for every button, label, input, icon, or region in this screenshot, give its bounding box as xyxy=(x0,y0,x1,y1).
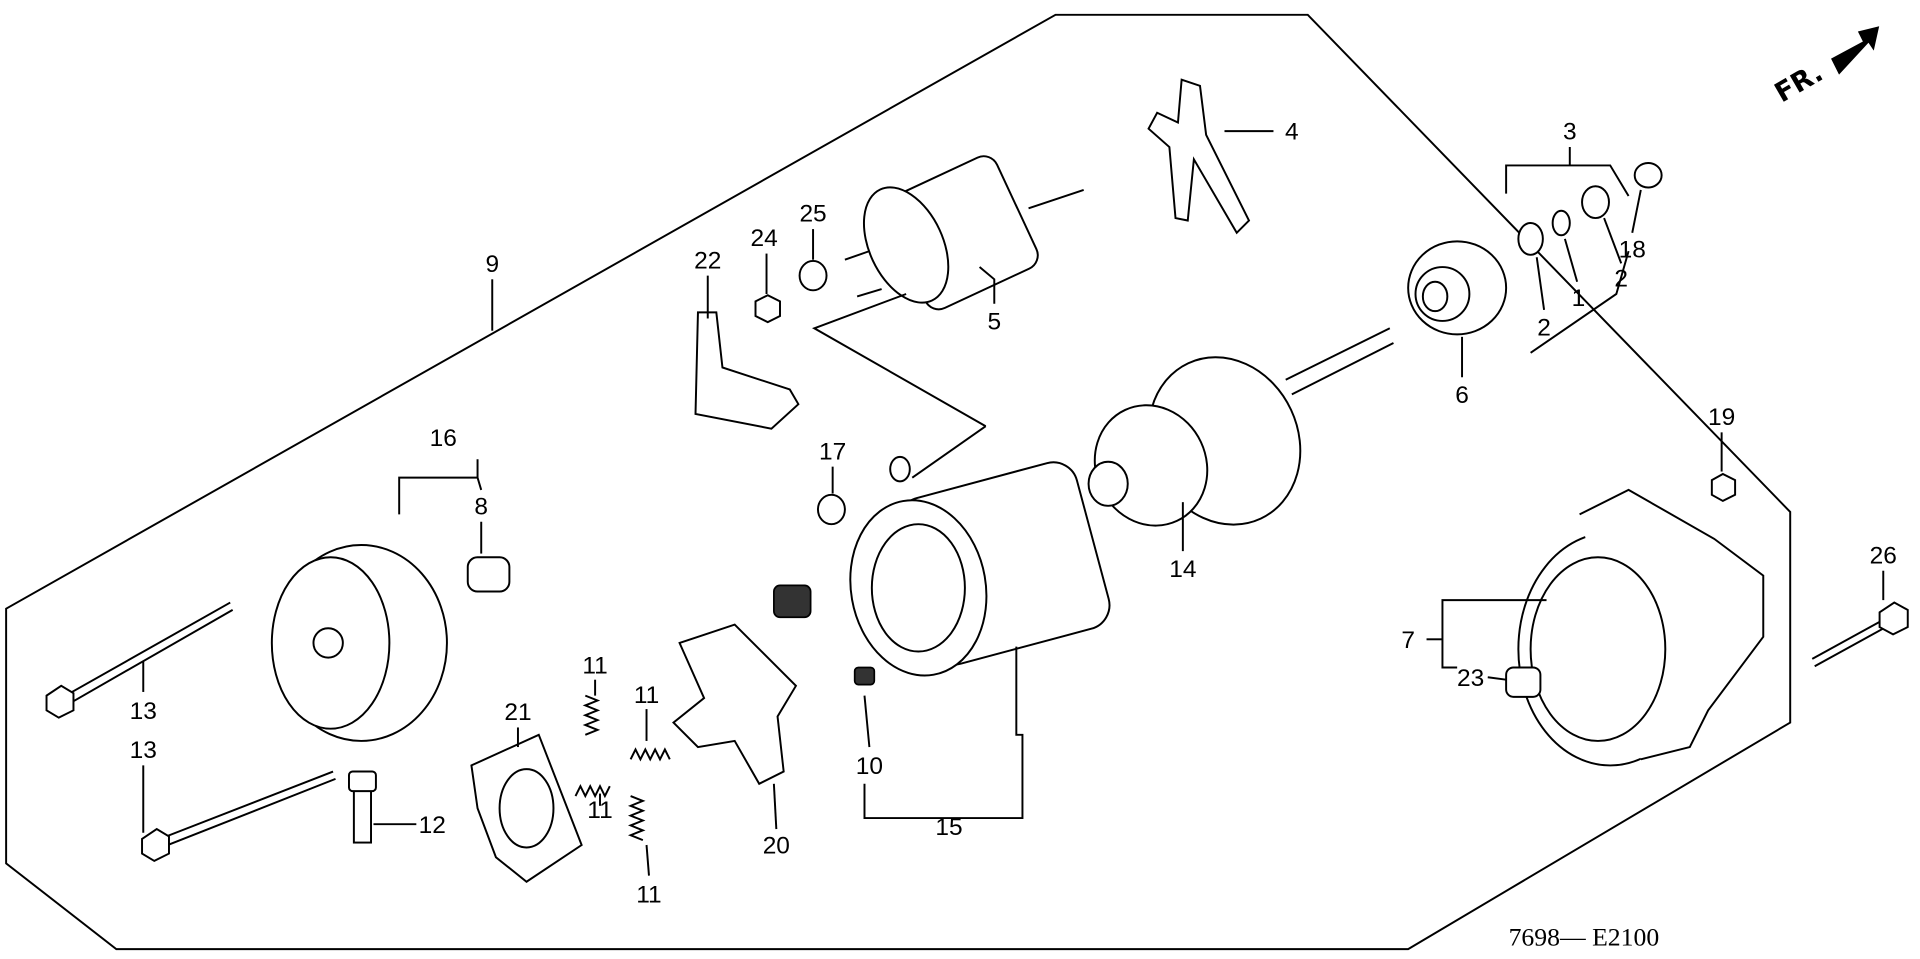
part-through-bolt-b xyxy=(141,770,336,863)
callout-23: 23 xyxy=(1457,665,1484,692)
callout-9: 9 xyxy=(485,251,499,278)
callout-2a: 2 xyxy=(1537,315,1551,342)
callouts: 9 22 24 25 5 4 3 18 2 1 2 6 19 17 16 8 1… xyxy=(130,119,1897,909)
part-spring-b xyxy=(629,747,671,762)
arrow-icon xyxy=(1831,26,1880,75)
callout-21: 21 xyxy=(504,699,531,726)
callout-1: 1 xyxy=(1572,285,1586,312)
part-bearing-23 xyxy=(1505,666,1542,698)
part-nut-24 xyxy=(754,294,781,324)
part-brush-10 xyxy=(853,666,876,686)
callout-13b: 13 xyxy=(130,737,157,764)
callout-7: 7 xyxy=(1401,627,1415,654)
part-ring-1 xyxy=(1551,209,1571,237)
part-bracket xyxy=(694,311,800,430)
part-front-housing xyxy=(1517,488,1765,767)
callout-11b: 11 xyxy=(634,682,659,709)
callout-15: 15 xyxy=(935,814,962,841)
part-solenoid xyxy=(844,155,1084,311)
part-grommet xyxy=(773,584,812,619)
callout-12: 12 xyxy=(419,812,446,839)
callout-20: 20 xyxy=(763,833,790,860)
part-armature xyxy=(1087,327,1394,527)
callout-13a: 13 xyxy=(130,698,157,725)
callout-10: 10 xyxy=(856,753,883,780)
callout-8: 8 xyxy=(474,493,488,520)
callout-3: 3 xyxy=(1563,119,1577,146)
leader-lines xyxy=(142,130,1885,876)
part-washer-18 xyxy=(1633,161,1663,189)
part-ring-2b xyxy=(1581,185,1610,220)
part-spring-d xyxy=(627,795,646,842)
callout-11c: 11 xyxy=(587,797,612,824)
part-through-bolt-a xyxy=(45,601,234,719)
part-nut-17 xyxy=(816,493,846,526)
callout-17: 17 xyxy=(819,438,846,465)
callout-18: 18 xyxy=(1619,236,1646,263)
part-shift-lever xyxy=(1147,78,1251,235)
part-pinion xyxy=(1407,240,1508,336)
callout-5: 5 xyxy=(987,309,1001,336)
diagram-code: 7698— E2100 xyxy=(1509,922,1660,951)
part-washer-25 xyxy=(798,259,828,292)
callout-19: 19 xyxy=(1708,404,1735,431)
callout-11d: 11 xyxy=(636,882,661,909)
part-brush-holder xyxy=(672,623,798,786)
parts xyxy=(45,78,1909,883)
front-direction-label: FR. xyxy=(1770,57,1829,109)
part-ring-2a xyxy=(1517,221,1544,256)
part-rear-cover xyxy=(270,544,448,742)
part-bushing-8 xyxy=(466,556,511,593)
front-direction-arrow: FR. xyxy=(1770,26,1880,109)
callout-4: 4 xyxy=(1285,119,1299,146)
callout-14: 14 xyxy=(1169,556,1196,583)
part-nut-19 xyxy=(1710,472,1737,503)
assembly-boundary xyxy=(5,13,1792,951)
part-screw-12 xyxy=(348,770,377,844)
callout-24: 24 xyxy=(750,225,777,252)
part-bolt-26 xyxy=(1811,601,1909,668)
callout-16: 16 xyxy=(430,425,457,452)
part-brush-plate xyxy=(470,733,583,883)
part-spring-c xyxy=(574,784,611,799)
callout-11a: 11 xyxy=(582,653,607,680)
callout-26: 26 xyxy=(1870,542,1897,569)
callout-25: 25 xyxy=(799,201,826,228)
callout-22: 22 xyxy=(694,247,721,274)
callout-6: 6 xyxy=(1455,382,1469,409)
part-spring-a xyxy=(582,694,601,736)
part-yoke xyxy=(849,455,1111,677)
callout-2b: 2 xyxy=(1614,266,1628,293)
